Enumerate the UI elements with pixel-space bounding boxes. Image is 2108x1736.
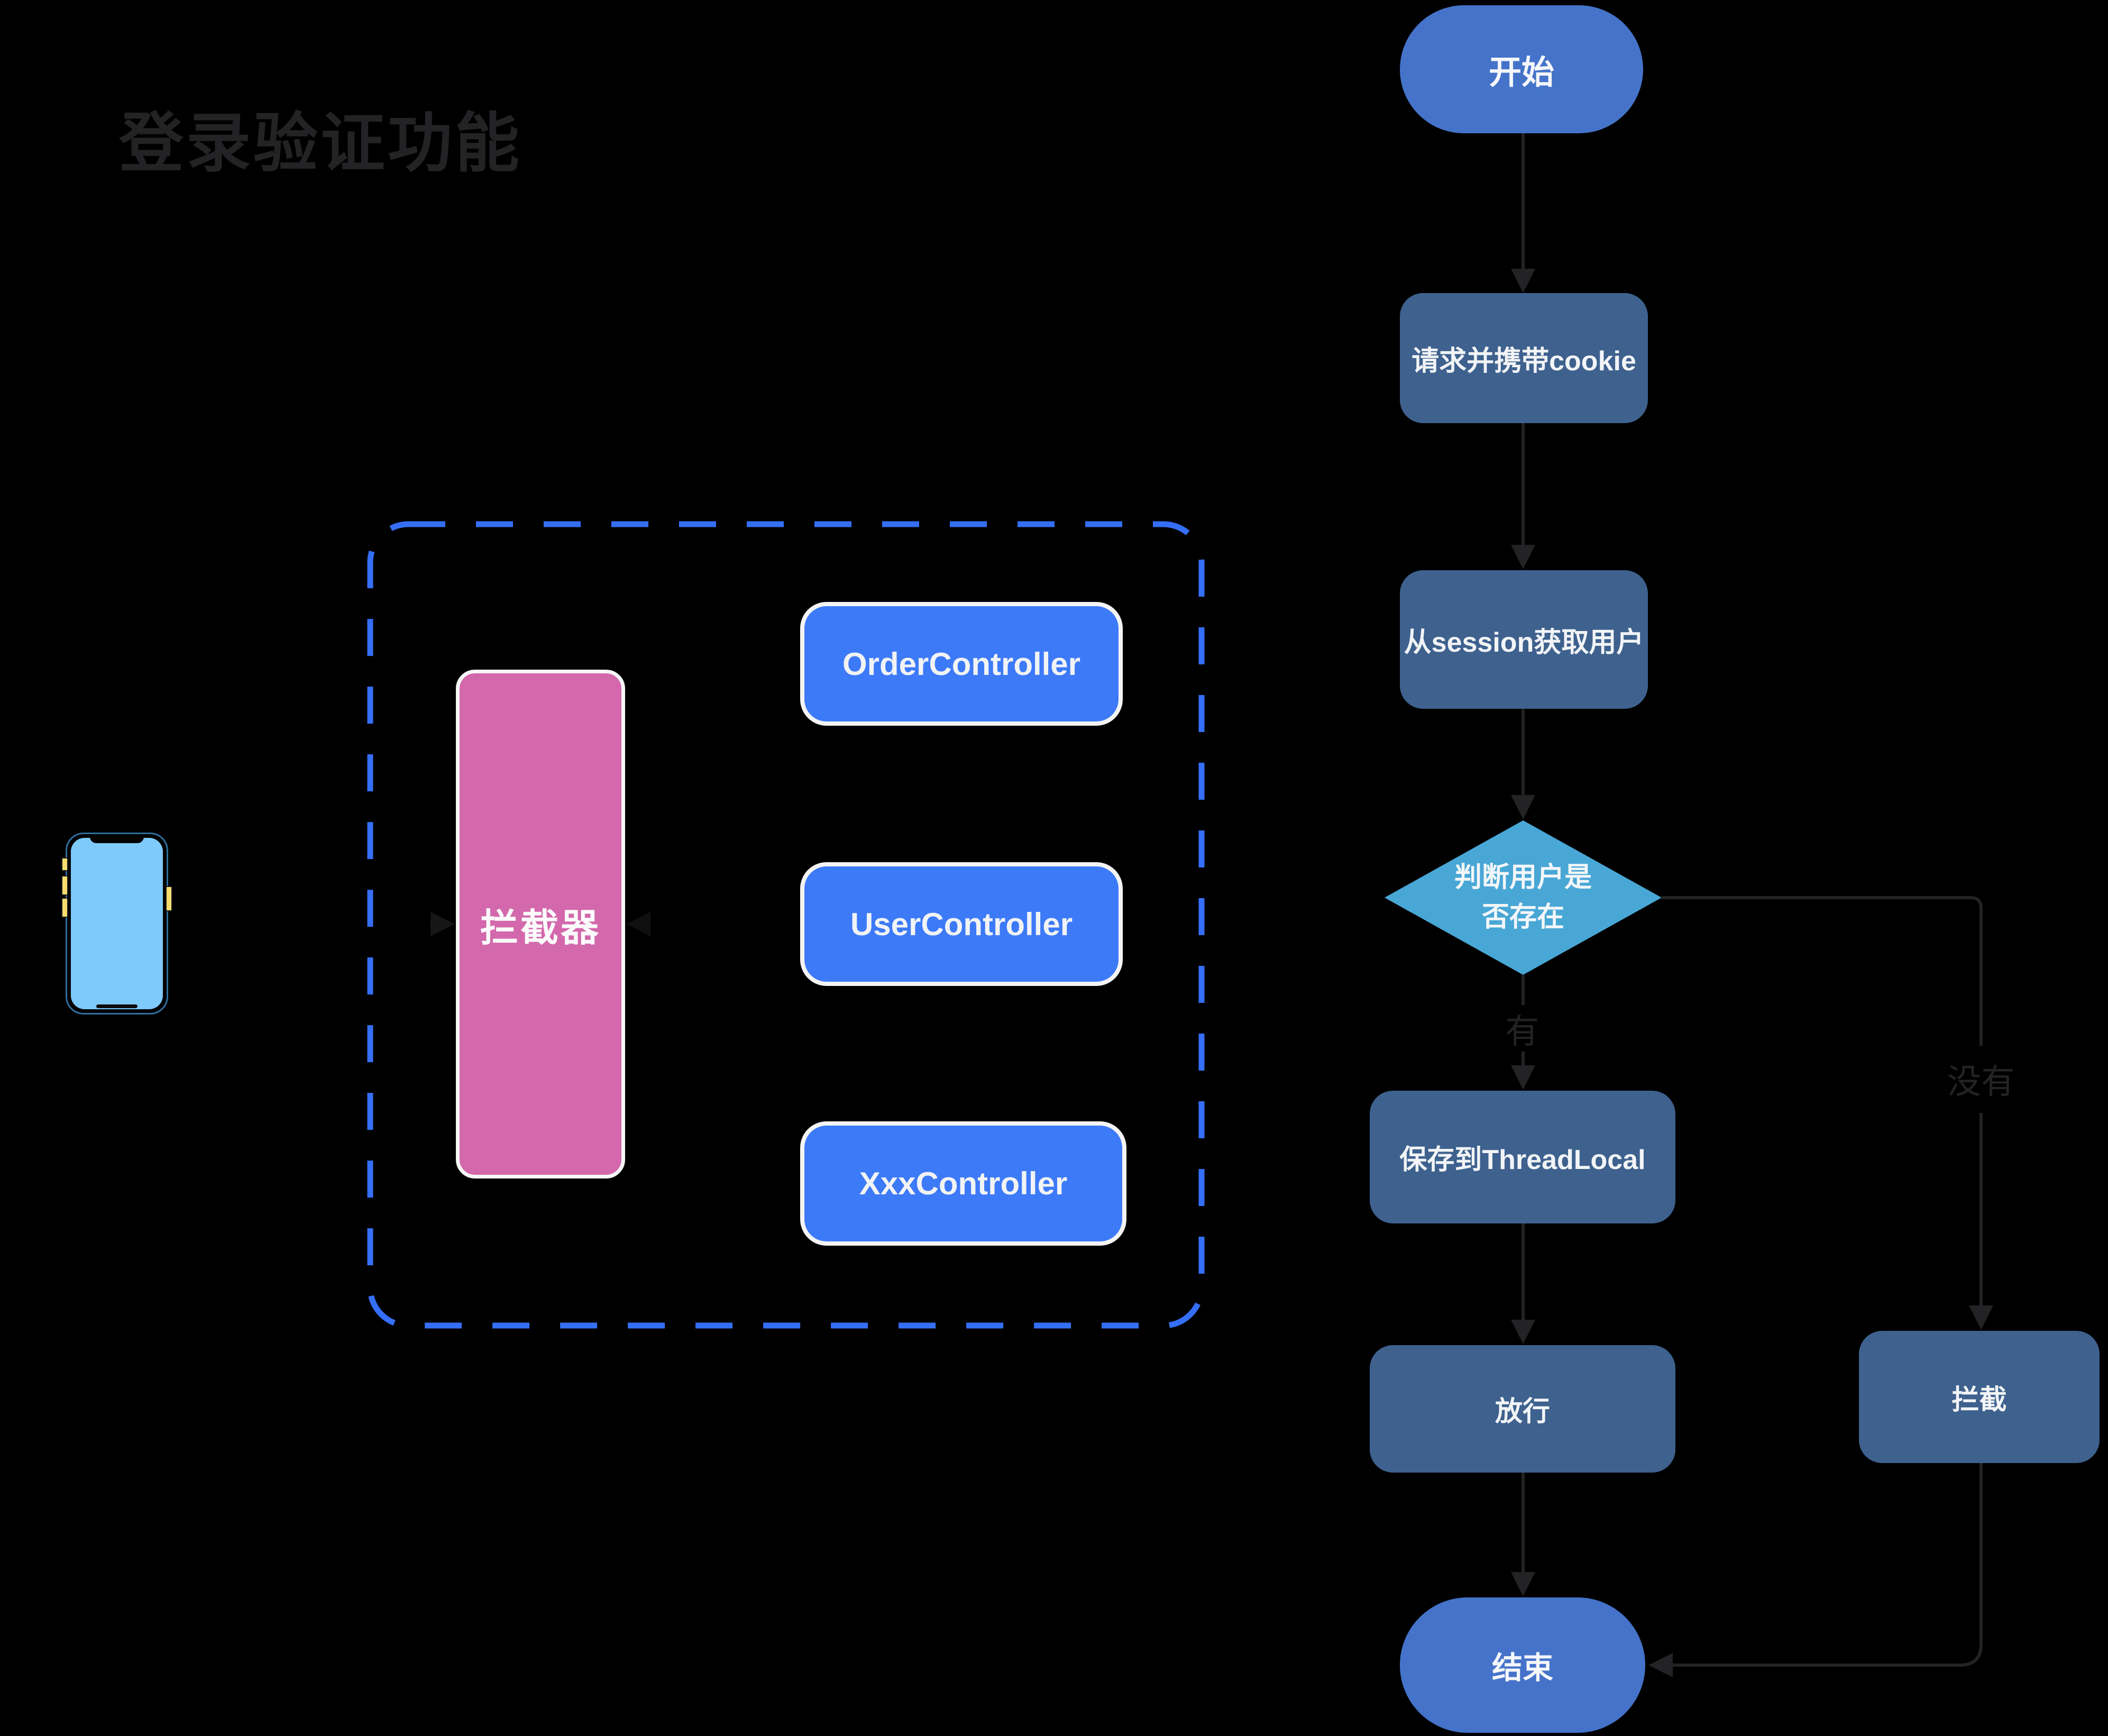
decision-label-line2: 否存在 [1481, 902, 1564, 933]
phone-side-button-icon [61, 898, 68, 918]
smartphone-icon [61, 833, 172, 1015]
flow-node-intercept: 拦截 [1859, 1331, 2100, 1463]
flow-node-start: 开始 [1400, 5, 1643, 133]
controller-box-order: OrderController [800, 602, 1123, 726]
phone-screen [71, 838, 163, 1009]
flow-node-label: 放行 [1495, 1396, 1550, 1427]
arrowhead-icon [1511, 1320, 1535, 1344]
controller-label: UserController [850, 906, 1073, 942]
arrow-intercept-to-end [1672, 1463, 1983, 1667]
controller-box-xxx: XxxController [800, 1121, 1126, 1246]
arrow-decision-to-intercept [1662, 896, 1983, 1306]
flow-node-label: 保存到ThreadLocal [1399, 1145, 1646, 1175]
interceptor-box: 拦截器 [456, 670, 625, 1178]
phone-notch-icon [90, 834, 144, 843]
phone-side-button-icon [61, 857, 68, 871]
arrowhead-icon [1511, 795, 1535, 819]
flow-node-label: 拦截 [1951, 1384, 2007, 1415]
arrowhead-icon [1511, 269, 1535, 293]
flow-node-label: 开始 [1488, 54, 1554, 91]
controller-label: XxxController [859, 1166, 1068, 1201]
arrowhead-icon [1969, 1305, 1993, 1330]
arrowhead-icon [1511, 1065, 1535, 1090]
arrowhead-icon [1648, 1653, 1673, 1677]
decision-label-line1: 判断用户是 [1454, 862, 1592, 893]
flow-node-label: 结束 [1491, 1651, 1553, 1685]
flow-node-end: 结束 [1400, 1597, 1645, 1733]
flow-node-label: 请求并携带cookie [1412, 345, 1636, 377]
arrowhead-icon [1511, 1572, 1535, 1596]
controller-box-user: UserController [800, 862, 1123, 986]
arrowhead-phone-to-interceptor-icon [430, 912, 455, 936]
flow-node-get-session-user: 从session获取用户 [1400, 570, 1648, 709]
decision-user-exists: 判断用户是 否存在 [1385, 820, 1662, 975]
page-title: 登录验证功能 [119, 107, 522, 179]
edge-label-no: 没有 [1947, 1063, 2015, 1101]
flow-node-release: 放行 [1370, 1345, 1675, 1473]
flow-node-label: 从session获取用户 [1404, 627, 1644, 658]
controller-label: OrderController [842, 646, 1081, 682]
arrowhead-icon [1511, 545, 1535, 569]
interceptor-label: 拦截器 [480, 907, 601, 949]
edge-label-yes: 有 [1505, 1012, 1539, 1050]
flow-node-request-cookie: 请求并携带cookie [1400, 293, 1648, 423]
flow-node-save-threadlocal: 保存到ThreadLocal [1370, 1091, 1675, 1223]
phone-side-button-icon [166, 886, 172, 911]
phone-home-indicator [96, 1004, 138, 1008]
phone-side-button-icon [61, 875, 68, 896]
arrowhead-controller-to-interceptor-icon [626, 912, 650, 936]
